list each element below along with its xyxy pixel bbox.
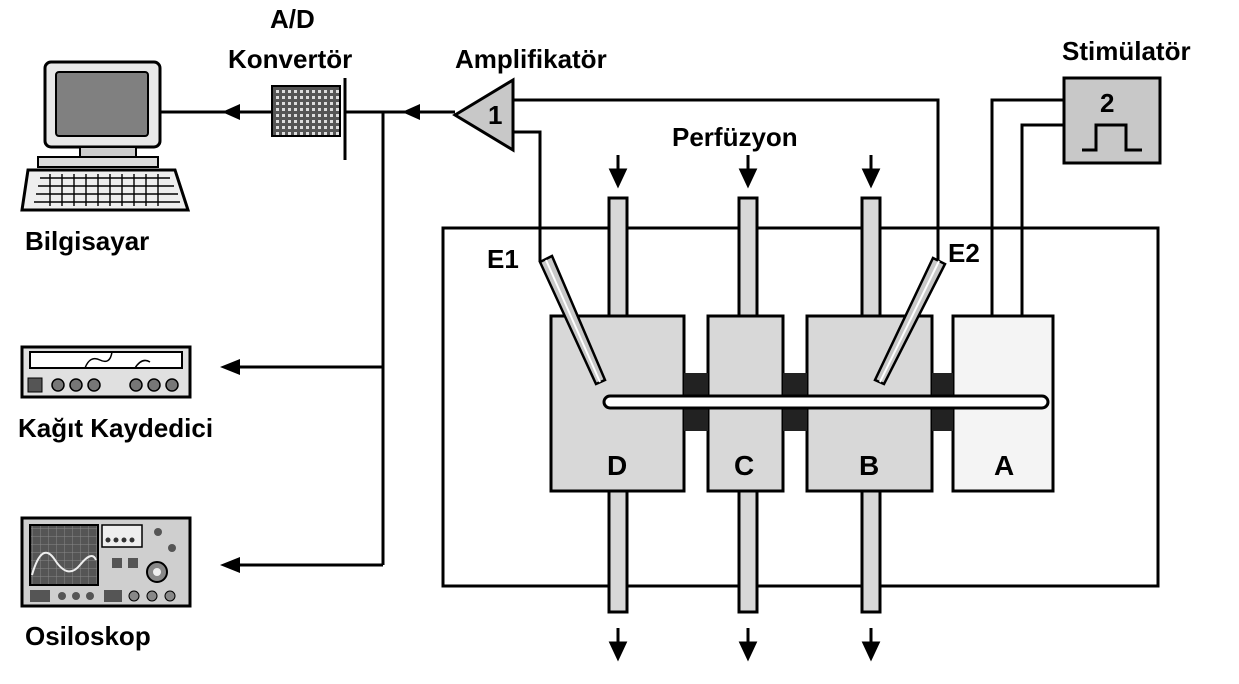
electrode-e1-label: E1 [487,244,519,274]
recorder-label: Kağıt Kaydedici [18,413,213,443]
ad-converter-icon [271,78,347,160]
stimulator-number: 2 [1100,88,1114,118]
nerve-specimen [602,394,1050,410]
ad-label-line2: Konvertör [228,44,352,74]
ad-label-line1: A/D [270,4,315,34]
amplifier-icon [452,77,515,153]
chamber-a-label: A [994,450,1014,481]
amplifier-number: 1 [488,100,502,130]
electrode-e2-label: E2 [948,238,980,268]
perfusion-label: Perfüzyon [672,122,798,152]
chamber-d-label: D [607,450,627,481]
stimulator-label: Stimülatör [1062,36,1191,66]
stimulator-icon [1062,76,1162,165]
signal-wires [160,98,1064,567]
computer-icon [20,60,191,212]
amplifier-label: Amplifikatör [455,44,607,74]
signal-arrows [220,104,420,573]
bath-enclosure [441,226,1160,588]
oscilloscope-icon [20,516,192,608]
electrode-e2 [873,256,947,386]
perfusion-outlet-tubes [607,488,882,614]
paper-recorder-icon [20,345,192,399]
electrode-e1 [538,254,607,386]
perfusion-inlet-arrows [608,155,881,189]
perfusion-outlet-arrows [608,628,881,662]
perfusion-inlet-tubes [607,196,882,320]
chamber-b-label: B [859,450,879,481]
oscilloscope-label: Osiloskop [25,621,151,651]
computer-label: Bilgisayar [25,226,149,256]
chamber-c-label: C [734,450,754,481]
